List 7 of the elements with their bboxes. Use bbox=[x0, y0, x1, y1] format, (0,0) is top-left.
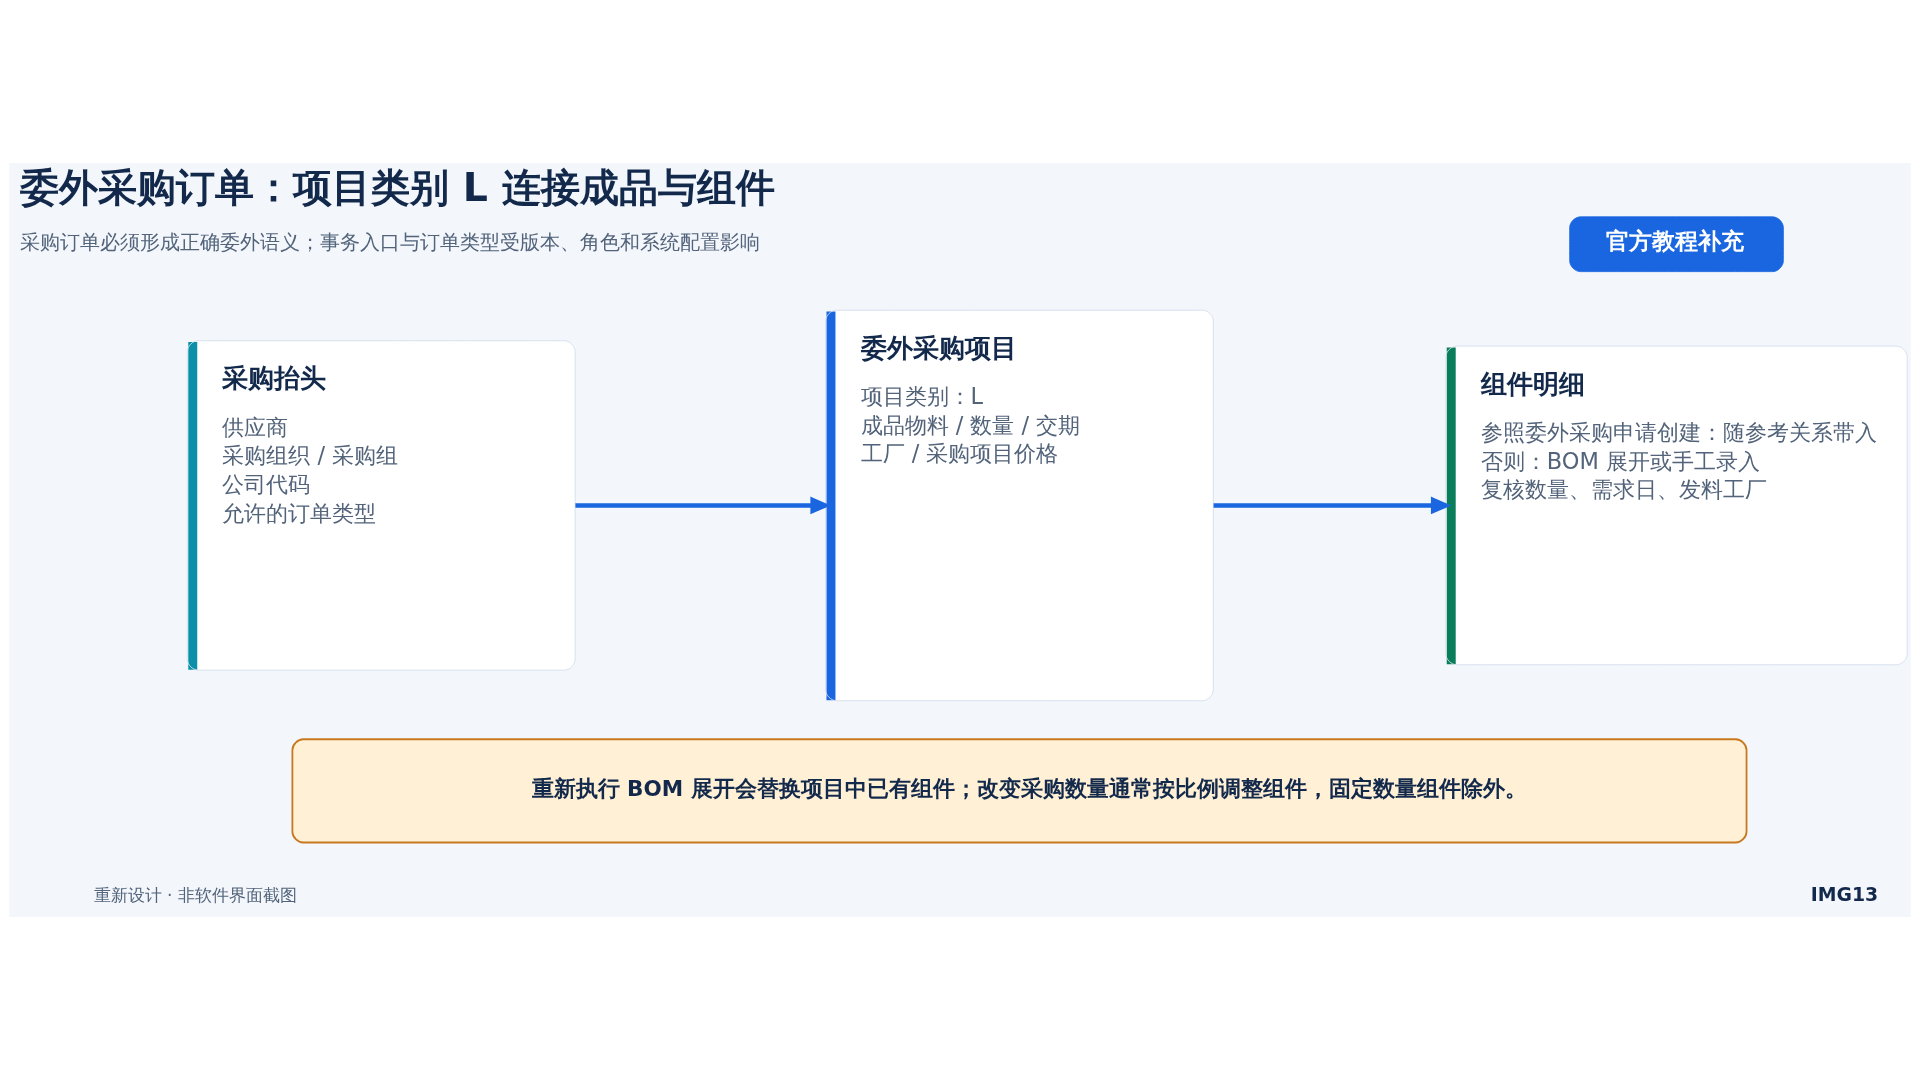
arrow bbox=[1213, 496, 1452, 515]
node-box: 官方教程补充 bbox=[1569, 216, 1784, 273]
label: 重新设计 · 非软件界面截图 bbox=[93, 885, 297, 906]
diagram-title: 委外采购订单：项目类别 L 连接成品与组件 bbox=[19, 163, 775, 210]
label: 采购订单必须形成正确委外语义；事务入口与订单类型受版本、角色和系统配置影响 bbox=[19, 231, 760, 255]
label: IMG13 bbox=[1810, 884, 1879, 906]
node-box: 重新执行 BOM 展开会替换项目中已有组件；改变采购数量通常按比例调整组件，固定数量组件除外。 bbox=[291, 738, 1748, 844]
